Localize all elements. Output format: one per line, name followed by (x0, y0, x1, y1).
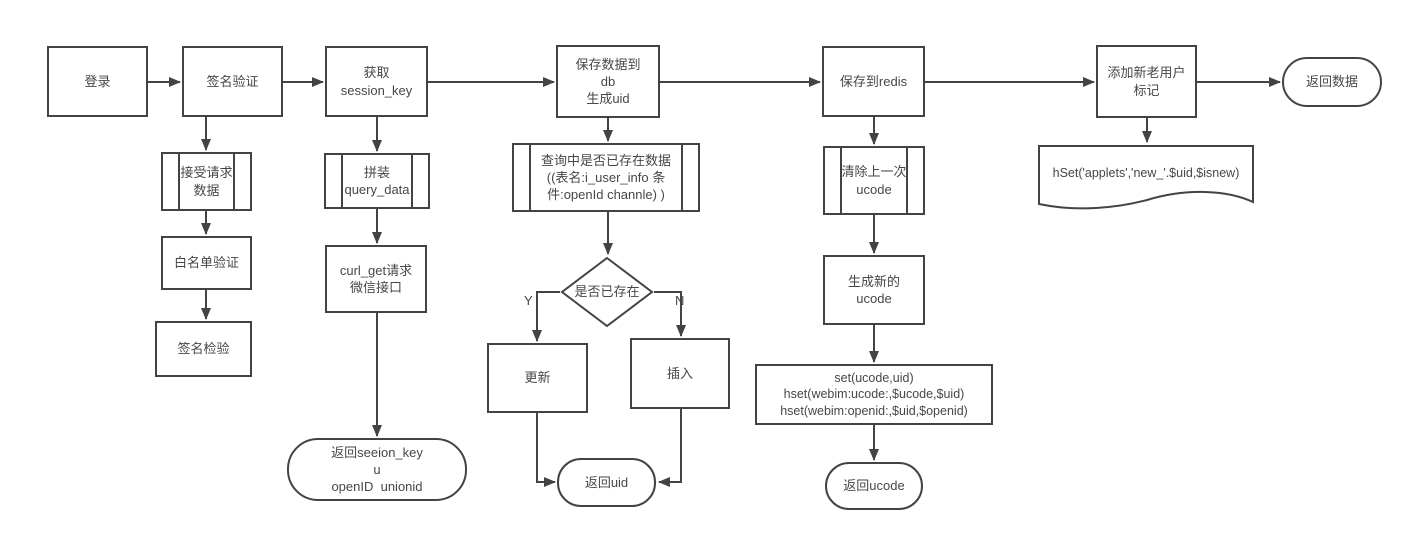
node-assemble-query[interactable]: 拼装 query_data (324, 153, 430, 209)
node-return-data[interactable]: 返回数据 (1282, 57, 1382, 107)
hset-doc-label: hSet('applets','new_'.$uid,$isnew) (1052, 166, 1240, 181)
node-accept-request[interactable]: 接受请求 数据 (161, 152, 252, 211)
decision-diamond-shape (560, 256, 654, 328)
edge-decision-yes-to-update (532, 291, 560, 342)
node-whitelist-verify[interactable]: 白名单验证 (161, 236, 252, 290)
decision-label: 是否已存在 (574, 284, 640, 300)
node-exists-decision[interactable]: 是否已存在 (560, 256, 654, 328)
node-insert[interactable]: 插入 (630, 338, 730, 409)
node-save-redis[interactable]: 保存到redis (822, 46, 925, 117)
document-shape (1038, 145, 1254, 210)
node-return-session-key[interactable]: 返回seeion_key u openID unionid (287, 438, 467, 501)
node-add-user-mark[interactable]: 添加新老用户 标记 (1096, 45, 1197, 118)
node-sign-check[interactable]: 签名检验 (155, 321, 252, 377)
decision-yes-branch-label: Y (524, 293, 533, 308)
edge-update-to-return-uid (536, 413, 556, 487)
node-query-exists[interactable]: 查询中是否已存在数据 ((表名:i_user_info 条 件:openId c… (512, 143, 700, 212)
node-save-db[interactable]: 保存数据到 db 生成uid (556, 45, 660, 118)
node-update[interactable]: 更新 (487, 343, 588, 413)
node-login[interactable]: 登录 (47, 46, 148, 117)
node-return-uid[interactable]: 返回uid (557, 458, 656, 507)
node-gen-ucode[interactable]: 生成新的 ucode (823, 255, 925, 325)
node-hset-doc[interactable]: hSet('applets','new_'.$uid,$isnew) (1037, 144, 1255, 213)
node-redis-set[interactable]: set(ucode,uid) hset(webim:ucode:,$ucode,… (755, 364, 993, 425)
node-return-ucode[interactable]: 返回ucode (825, 462, 923, 510)
node-sign-verify[interactable]: 签名验证 (182, 46, 283, 117)
edge-insert-to-return-uid (658, 409, 682, 487)
decision-no-branch-label: N (675, 293, 685, 308)
node-curl-get[interactable]: curl_get请求 微信接口 (325, 245, 427, 313)
node-get-session-key[interactable]: 获取 session_key (325, 46, 428, 117)
node-clear-ucode[interactable]: 清除上一次 ucode (823, 146, 925, 215)
